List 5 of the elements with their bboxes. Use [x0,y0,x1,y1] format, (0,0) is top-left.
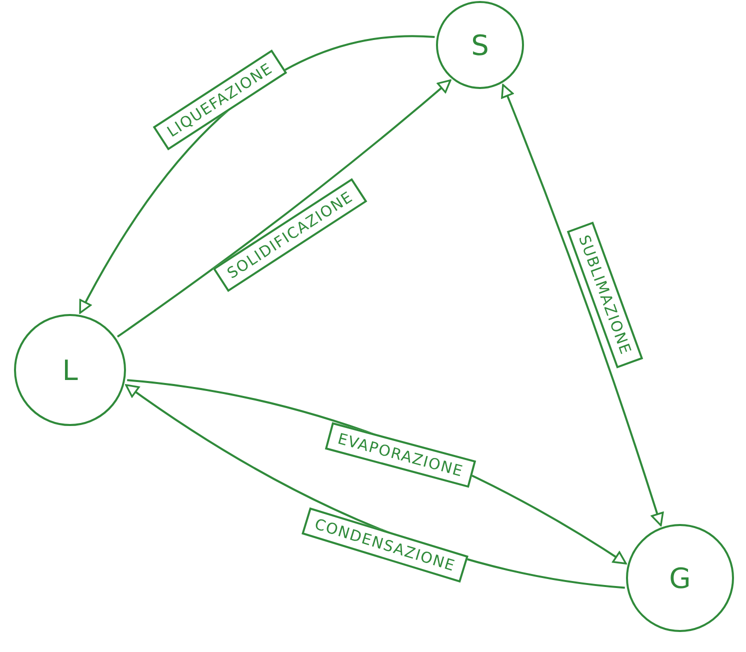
state-label: S [471,28,489,62]
state-label: L [62,354,78,386]
arrow [116,79,452,338]
arrow [501,84,664,526]
state-label: G [669,562,691,594]
